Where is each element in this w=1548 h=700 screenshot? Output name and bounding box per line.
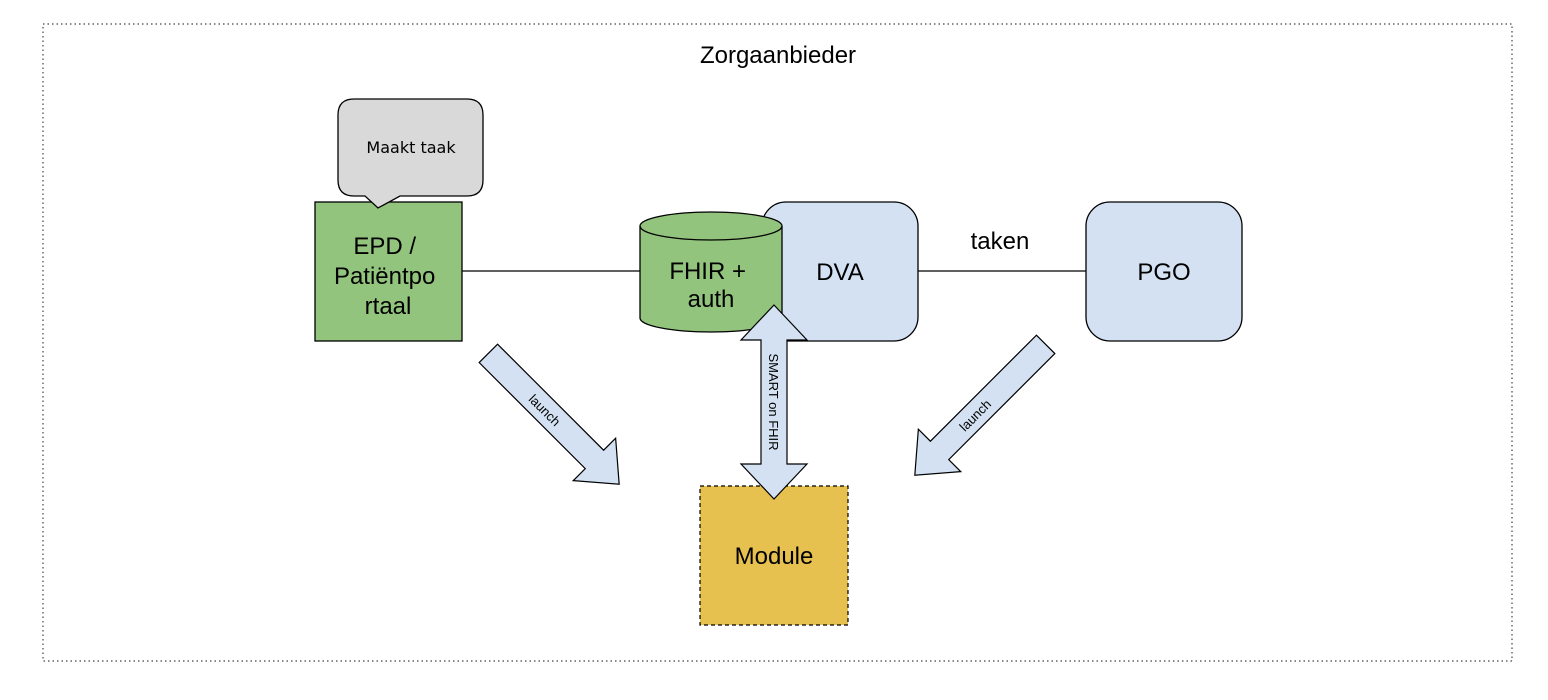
epd-label-line-1: EPD / xyxy=(353,233,416,260)
epd-launch-arrow: launch xyxy=(478,343,620,485)
epd-label: EPD / Patiëntpo rtaal xyxy=(334,233,442,320)
epd-node xyxy=(314,201,463,342)
maakt-taak-callout xyxy=(337,98,484,209)
pgo-label: PGO xyxy=(1137,259,1190,286)
smart-on-fhir-arrow: SMART on FHIR xyxy=(739,304,809,500)
fhir-label: FHIR + auth xyxy=(669,258,752,313)
smart-on-fhir-label: SMART on FHIR xyxy=(766,353,781,450)
fhir-label-line-1: FHIR + xyxy=(669,258,746,285)
container-label: Zorgaanbieder xyxy=(700,42,856,69)
module-label: Module xyxy=(735,543,814,570)
pgo-launch-arrow: launch xyxy=(914,334,1056,476)
zorgaanbieder-container xyxy=(42,23,1513,662)
dva-label: DVA xyxy=(816,259,864,286)
epd-label-line-2: Patiëntpo xyxy=(334,263,435,290)
edge-taken-label: taken xyxy=(971,228,1030,255)
fhir-label-line-2: auth xyxy=(688,286,735,313)
fhir-node-top-rim xyxy=(639,225,783,241)
callout-label: Maakt taak xyxy=(366,138,456,157)
epd-label-line-3: rtaal xyxy=(365,293,412,320)
pgo-node xyxy=(1085,201,1243,342)
